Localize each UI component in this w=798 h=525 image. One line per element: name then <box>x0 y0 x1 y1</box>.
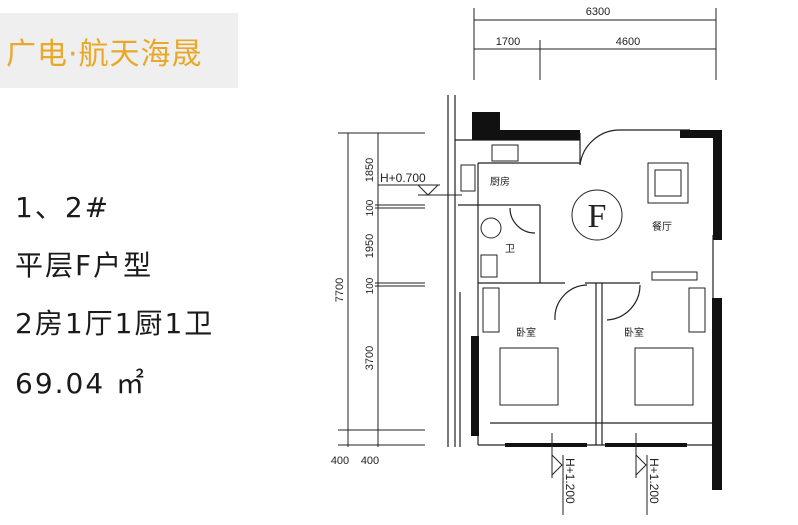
dim-left-100a: 100 <box>365 199 376 216</box>
elev-window-right: H+1.200 <box>647 458 661 504</box>
elev-kitchen: H+0.700 <box>380 171 426 185</box>
room-kitchen: 厨房 <box>490 175 510 188</box>
project-title: 广电·航天海晟 <box>6 37 203 72</box>
unit-mark-circle <box>571 189 623 241</box>
dim-top-right: 4600 <box>616 36 640 48</box>
room-layout: 2房1厅1厨1卫 <box>15 307 215 340</box>
dim-left-1950: 1950 <box>364 234 376 258</box>
dim-left-100b: 100 <box>365 277 376 294</box>
dim-left-3700: 3700 <box>364 346 376 370</box>
room-bath: 卫 <box>505 244 515 255</box>
elev-window-left: H+1.200 <box>563 458 577 504</box>
unit-mark: F <box>588 198 607 235</box>
unit-type: 平层F户型 <box>15 249 154 282</box>
room-dining: 餐厅 <box>652 220 672 233</box>
room-bedroom-right: 卧室 <box>624 326 644 339</box>
project-title-box: 广电·航天海晟 <box>0 13 238 88</box>
wall-fills <box>471 112 722 490</box>
dim-top-left: 1700 <box>496 36 520 48</box>
dim-left-1850: 1850 <box>364 158 376 182</box>
window-elevation-markers <box>551 433 648 515</box>
elevation-marker-kitchen <box>378 184 462 196</box>
room-bedroom-left: 卧室 <box>516 326 536 339</box>
dim-bottom-b: 400 <box>361 455 379 467</box>
furniture <box>460 144 706 406</box>
building-number: 1、2# <box>15 191 111 224</box>
unit-area: 69.04 ㎡ <box>15 367 147 400</box>
top-dimensions <box>473 8 717 80</box>
dim-left-total: 7700 <box>334 278 346 302</box>
dim-top-total: 6300 <box>586 6 610 18</box>
walls <box>447 95 714 447</box>
dim-bottom-a: 400 <box>331 455 349 467</box>
